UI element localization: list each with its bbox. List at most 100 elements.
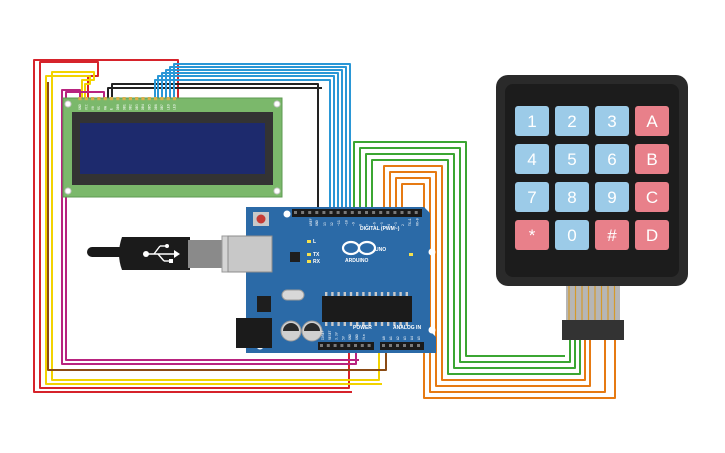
lcd-pin-label: DB0 (116, 104, 120, 110)
usb-cable[interactable] (87, 235, 247, 273)
key-B[interactable]: B (635, 144, 669, 174)
wire-blue-1[interactable] (154, 79, 331, 210)
lcd-pin[interactable] (109, 97, 114, 101)
lcd-pin-label: V0 (91, 106, 95, 110)
key-label: 5 (567, 150, 576, 169)
key-7[interactable]: 7 (515, 182, 549, 212)
key-label: C (646, 188, 658, 207)
lcd-screen (80, 123, 265, 174)
arduino-uno-board[interactable]: ARDUINO UNO DIGITAL (PWM~) POWER ANALOG … (227, 207, 436, 353)
key-#[interactable]: # (595, 220, 629, 250)
analog-label: ANALOG IN (393, 325, 421, 331)
wire-green-1[interactable] (353, 141, 565, 357)
lcd-mount-hole (64, 100, 72, 108)
lcd-pin[interactable] (154, 97, 158, 101)
lcd-pin[interactable] (160, 97, 164, 101)
lcd-mount-hole (273, 187, 281, 195)
lcd-pin[interactable] (91, 97, 95, 101)
analog-pin-label: A5 (417, 336, 421, 340)
lcd-pin-label: DB6 (154, 104, 158, 110)
key-1[interactable]: 1 (515, 106, 549, 136)
key-8[interactable]: 8 (555, 182, 589, 212)
wire-orange-2[interactable] (389, 171, 591, 387)
wire-black-1[interactable] (111, 83, 319, 210)
lcd-pin[interactable] (84, 97, 88, 101)
wire-blue-2[interactable] (157, 75, 335, 210)
digital-pin-label: 8 (359, 224, 363, 226)
wire-blue-4[interactable] (165, 69, 343, 210)
wire-green-4[interactable] (371, 159, 581, 375)
digital-pin-label: ~9 (351, 222, 355, 226)
key-A[interactable]: A (635, 106, 669, 136)
key-*[interactable]: * (515, 220, 549, 250)
key-label: * (529, 226, 536, 245)
digital-label: DIGITAL (PWM~) (360, 226, 400, 232)
analog-header (380, 342, 424, 350)
wire-yellow-1[interactable] (51, 71, 380, 381)
lcd-pin[interactable] (116, 97, 120, 101)
key-label: 3 (607, 112, 616, 131)
wire-black-2[interactable] (107, 87, 322, 98)
key-9[interactable]: 9 (595, 182, 629, 212)
lcd-pin-label: E (110, 108, 114, 110)
lcd-pin[interactable] (128, 97, 132, 101)
digital-header (292, 209, 422, 217)
key-4[interactable]: 4 (515, 144, 549, 174)
power-pin-label: 3.3V (335, 332, 339, 340)
key-6[interactable]: 6 (595, 144, 629, 174)
lcd-pin[interactable] (122, 97, 126, 101)
key-C[interactable]: C (635, 182, 669, 212)
key-label: 0 (567, 226, 576, 245)
key-label: 8 (567, 188, 576, 207)
power-header (318, 342, 374, 350)
lcd-pin-label: DB2 (129, 104, 133, 110)
wire-yellow-2[interactable] (45, 75, 382, 385)
analog-pin-label: A4 (410, 336, 414, 340)
lcd-pin[interactable] (172, 97, 177, 101)
power-pin-label: IOREF (321, 330, 325, 340)
wire-brown[interactable] (47, 82, 387, 371)
lcd-pin[interactable] (78, 97, 82, 101)
key-3[interactable]: 3 (595, 106, 629, 136)
wire-orange-1[interactable] (383, 165, 586, 381)
digital-pin-label: ~6 (373, 222, 377, 226)
keypad-ribbon (562, 286, 624, 340)
wire-magenta-2[interactable] (65, 91, 359, 361)
usb-chip (290, 252, 300, 262)
wire-green-2[interactable] (359, 147, 571, 363)
analog-pin-label: A3 (403, 336, 407, 340)
key-0[interactable]: 0 (555, 220, 589, 250)
lcd-pin[interactable] (135, 97, 139, 101)
key-D[interactable]: D (635, 220, 669, 250)
lcd-pin[interactable] (141, 97, 145, 101)
wire-green-3[interactable] (365, 153, 576, 369)
lcd-pin-label: RW (103, 106, 107, 110)
wire-blue-5[interactable] (169, 66, 347, 210)
lcd-pin[interactable] (97, 97, 101, 101)
power-jack (236, 318, 272, 348)
power-pin-label: GND (355, 334, 359, 340)
arduino-pcb (246, 207, 436, 353)
wire-blue-3[interactable] (161, 72, 339, 210)
lcd-pin-label: LED (166, 104, 170, 110)
lcd-pin-label: LED (173, 104, 177, 110)
lcd-pin-label: DB5 (148, 104, 152, 110)
reset-button[interactable] (256, 214, 266, 224)
wire-blue-6[interactable] (173, 63, 351, 210)
arduino-logo-icon (341, 240, 377, 256)
digital-pin-label: 2 (401, 224, 405, 226)
crystal (281, 289, 305, 301)
lcd-pin-label: RS (97, 106, 101, 110)
lcd-pin[interactable] (103, 97, 107, 101)
key-5[interactable]: 5 (555, 144, 589, 174)
arduino-brand: ARDUINO (345, 258, 368, 264)
digital-pin-label: 7 (366, 224, 370, 226)
key-2[interactable]: 2 (555, 106, 589, 136)
lcd-pin[interactable] (147, 97, 151, 101)
lcd-pin[interactable] (166, 97, 170, 101)
